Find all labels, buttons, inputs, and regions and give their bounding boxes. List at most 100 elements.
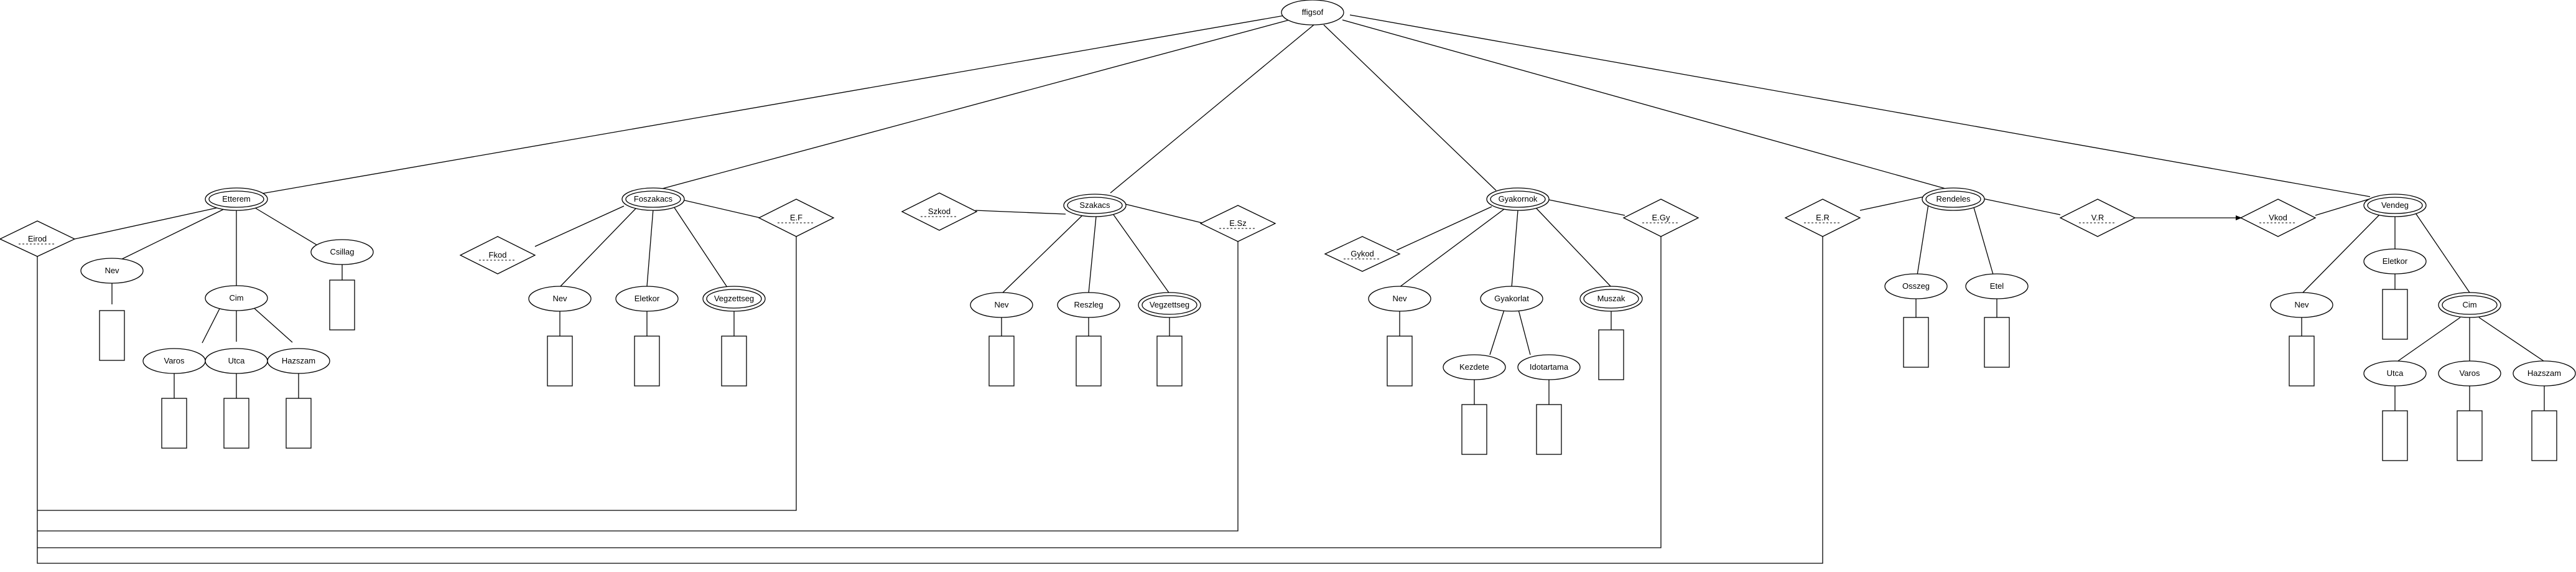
value-box bbox=[1903, 317, 1929, 368]
attr-gyakornok-idotartama: Idotartama bbox=[1517, 354, 1581, 380]
svg-text:Idotartama: Idotartama bbox=[1530, 362, 1569, 372]
attr-etterem-varos: Varos bbox=[142, 348, 206, 374]
entity-rendeles: Rendeles bbox=[1922, 187, 1985, 211]
value-box bbox=[286, 398, 312, 449]
svg-text:Utca: Utca bbox=[2387, 368, 2404, 378]
value-box bbox=[2382, 410, 2408, 461]
attr-etterem-nev: Nev bbox=[80, 258, 144, 284]
attr-rendeles-osszeg: Osszeg bbox=[1884, 273, 1948, 299]
root-node: ffigsof bbox=[1281, 0, 1344, 26]
svg-text:V.R: V.R bbox=[2091, 213, 2104, 222]
entity-foszakacs: Foszakacs bbox=[621, 187, 685, 211]
svg-text:Hazszam: Hazszam bbox=[282, 356, 315, 365]
diamond-vkod: Vkod bbox=[2239, 199, 2317, 237]
svg-text:Muszak: Muszak bbox=[1597, 294, 1625, 303]
value-box bbox=[2457, 410, 2483, 461]
svg-text:Reszleg: Reszleg bbox=[1074, 300, 1104, 309]
diamond-egy: E.Gy bbox=[1622, 199, 1700, 237]
svg-text:Gykod: Gykod bbox=[1351, 249, 1374, 258]
attr-etterem-utca: Utca bbox=[205, 348, 268, 374]
diamond-gykod: Gykod bbox=[1324, 236, 1401, 272]
value-box bbox=[1598, 329, 1624, 380]
svg-text:Szakacs: Szakacs bbox=[1079, 200, 1110, 210]
svg-text:Etel: Etel bbox=[1990, 281, 2004, 291]
svg-text:Csillag: Csillag bbox=[330, 247, 354, 256]
svg-text:Nev: Nev bbox=[552, 294, 567, 303]
attr-szakacs-reszleg: Reszleg bbox=[1057, 292, 1120, 318]
attr-gyakornok-nev: Nev bbox=[1368, 286, 1431, 312]
value-box bbox=[223, 398, 249, 449]
svg-text:Cim: Cim bbox=[2462, 300, 2476, 309]
value-box bbox=[2531, 410, 2557, 461]
connector-lines bbox=[35, 14, 2546, 564]
attr-etterem-cim: Cim bbox=[205, 285, 268, 311]
attr-foszakacs-eletkor: Eletkor bbox=[615, 286, 679, 312]
svg-text:Kezdete: Kezdete bbox=[1459, 362, 1489, 372]
attr-vendeg-utca: Utca bbox=[2363, 360, 2427, 387]
value-box bbox=[2289, 335, 2315, 387]
attr-gyakornok-muszak: Muszak bbox=[1579, 286, 1643, 312]
value-box bbox=[988, 335, 1015, 387]
attr-gyakornok-gyakorlat: Gyakorlat bbox=[1480, 286, 1543, 312]
diamond-vr: V.R bbox=[2059, 199, 2136, 237]
attr-szakacs-vegzettseg: Vegzettseg bbox=[1138, 292, 1201, 318]
value-box bbox=[1156, 335, 1183, 387]
svg-text:Varos: Varos bbox=[2460, 368, 2480, 378]
value-box bbox=[161, 398, 187, 449]
diamond-szkod: Szkod bbox=[901, 192, 978, 231]
svg-text:Nev: Nev bbox=[1392, 294, 1407, 303]
attr-vendeg-nev: Nev bbox=[2270, 292, 2333, 318]
entity-gyakornok: Gyakornok bbox=[1486, 187, 1550, 211]
svg-text:E.Sz: E.Sz bbox=[1229, 218, 1246, 228]
attr-vendeg-eletkor: Eletkor bbox=[2363, 248, 2427, 274]
svg-text:Foszakacs: Foszakacs bbox=[634, 194, 673, 204]
attr-szakacs-nev: Nev bbox=[970, 292, 1033, 318]
svg-text:E.F: E.F bbox=[790, 213, 802, 222]
attr-foszakacs-vegzettseg: Vegzettseg bbox=[702, 286, 766, 312]
svg-text:Fkod: Fkod bbox=[489, 250, 507, 260]
svg-text:Etterem: Etterem bbox=[222, 194, 251, 204]
diamond-esz: E.Sz bbox=[1199, 205, 1276, 242]
svg-text:Gyakornok: Gyakornok bbox=[1499, 194, 1538, 204]
svg-text:Szkod: Szkod bbox=[928, 207, 951, 216]
diamond-er: E.R bbox=[1784, 199, 1861, 237]
attr-vendeg-hazszam: Hazszam bbox=[2513, 360, 2576, 387]
value-box bbox=[1536, 404, 1562, 455]
svg-text:Vkod: Vkod bbox=[2269, 213, 2287, 222]
diamond-ef: E.F bbox=[758, 199, 835, 237]
svg-text:Varos: Varos bbox=[164, 356, 185, 365]
svg-text:Gyakorlat: Gyakorlat bbox=[1494, 294, 1529, 303]
svg-text:E.R: E.R bbox=[1816, 213, 1830, 222]
value-box bbox=[99, 310, 125, 361]
svg-text:Nev: Nev bbox=[2294, 300, 2309, 309]
attr-vendeg-varos: Varos bbox=[2438, 360, 2501, 387]
svg-text:Eletkor: Eletkor bbox=[635, 294, 660, 303]
value-box bbox=[547, 335, 573, 387]
svg-text:Vendeg: Vendeg bbox=[2381, 200, 2409, 210]
attr-etterem-hazszam: Hazszam bbox=[267, 348, 330, 374]
svg-text:Rendeles: Rendeles bbox=[1937, 194, 1971, 204]
root-label: ffigsof bbox=[1302, 7, 1324, 17]
svg-text:Hazszam: Hazszam bbox=[2527, 368, 2561, 378]
value-box bbox=[1984, 317, 2010, 368]
svg-text:Vegzettseg: Vegzettseg bbox=[1150, 300, 1189, 309]
entity-etterem: Etterem bbox=[205, 187, 268, 211]
svg-text:Cim: Cim bbox=[229, 293, 243, 302]
svg-text:E.Gy: E.Gy bbox=[1652, 213, 1670, 222]
svg-text:Vegzettseg: Vegzettseg bbox=[714, 294, 754, 303]
value-box bbox=[329, 279, 355, 331]
value-box bbox=[2382, 289, 2408, 340]
value-box bbox=[1076, 335, 1102, 387]
svg-text:Nev: Nev bbox=[105, 266, 119, 275]
value-box bbox=[1461, 404, 1487, 455]
attr-gyakornok-kezdete: Kezdete bbox=[1443, 354, 1506, 380]
value-box bbox=[634, 335, 660, 387]
diamond-eirod: Eirod bbox=[0, 220, 76, 257]
svg-text:Eirod: Eirod bbox=[28, 234, 47, 243]
svg-text:Nev: Nev bbox=[994, 300, 1009, 309]
entity-szakacs: Szakacs bbox=[1063, 194, 1127, 217]
svg-text:Eletkor: Eletkor bbox=[2383, 256, 2408, 266]
entity-vendeg: Vendeg bbox=[2363, 194, 2427, 217]
diamond-fkod: Fkod bbox=[459, 236, 536, 274]
